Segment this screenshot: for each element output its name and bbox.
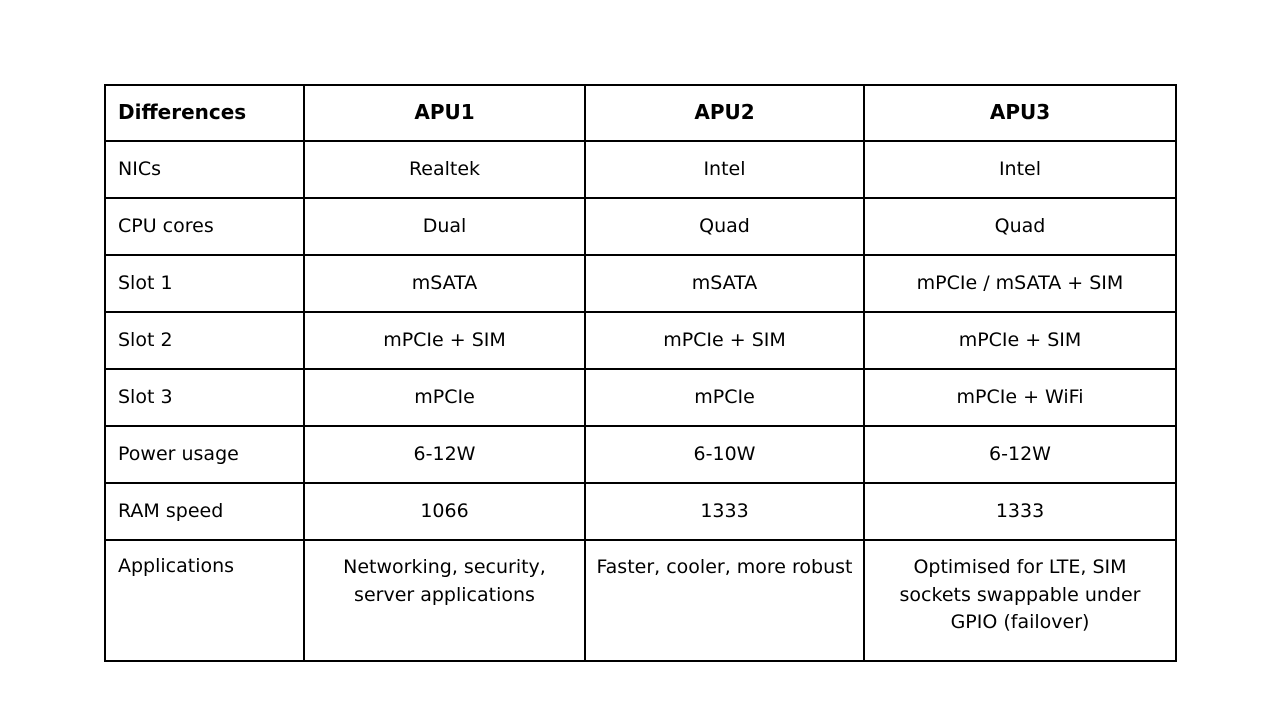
table-header-row: Differences APU1 APU2 APU3 xyxy=(104,84,1177,142)
row-label-slot-1: Slot 1 xyxy=(104,254,305,313)
table-body: NICs Realtek Intel Intel CPU cores Dual … xyxy=(104,140,1177,662)
cell-nics-apu3: Intel xyxy=(863,140,1177,199)
cell-cpu-cores-apu3: Quad xyxy=(863,197,1177,256)
cell-applications-apu1: Networking, security, server application… xyxy=(303,539,586,662)
cell-ram-speed-apu1: 1066 xyxy=(303,482,586,541)
row-label-slot-2: Slot 2 xyxy=(104,311,305,370)
table-row: Slot 3 mPCIe mPCIe mPCIe + WiFi xyxy=(104,368,1177,427)
cell-ram-speed-apu3: 1333 xyxy=(863,482,1177,541)
cell-applications-apu2: Faster, cooler, more robust xyxy=(584,539,865,662)
row-label-ram-speed: RAM speed xyxy=(104,482,305,541)
table-row: NICs Realtek Intel Intel xyxy=(104,140,1177,199)
table-header: Differences APU1 APU2 APU3 xyxy=(104,84,1177,142)
apu-comparison-table: Differences APU1 APU2 APU3 NICs Realtek … xyxy=(104,84,1177,662)
cell-slot-3-apu2: mPCIe xyxy=(584,368,865,427)
table-row: Power usage 6-12W 6-10W 6-12W xyxy=(104,425,1177,484)
cell-power-usage-apu2: 6-10W xyxy=(584,425,865,484)
cell-power-usage-apu1: 6-12W xyxy=(303,425,586,484)
cell-slot-2-apu2: mPCIe + SIM xyxy=(584,311,865,370)
row-label-cpu-cores: CPU cores xyxy=(104,197,305,256)
cell-slot-2-apu3: mPCIe + SIM xyxy=(863,311,1177,370)
table-row: Slot 1 mSATA mSATA mPCIe / mSATA + SIM xyxy=(104,254,1177,313)
row-label-slot-3: Slot 3 xyxy=(104,368,305,427)
cell-slot-2-apu1: mPCIe + SIM xyxy=(303,311,586,370)
table-row: RAM speed 1066 1333 1333 xyxy=(104,482,1177,541)
row-label-power-usage: Power usage xyxy=(104,425,305,484)
cell-applications-apu3: Optimised for LTE, SIM sockets swappable… xyxy=(863,539,1177,662)
cell-slot-3-apu1: mPCIe xyxy=(303,368,586,427)
cell-nics-apu1: Realtek xyxy=(303,140,586,199)
cell-slot-1-apu3: mPCIe / mSATA + SIM xyxy=(863,254,1177,313)
cell-cpu-cores-apu1: Dual xyxy=(303,197,586,256)
row-label-applications: Applications xyxy=(104,539,305,662)
column-header-differences: Differences xyxy=(104,84,305,142)
table-row: CPU cores Dual Quad Quad xyxy=(104,197,1177,256)
cell-slot-1-apu2: mSATA xyxy=(584,254,865,313)
cell-slot-3-apu3: mPCIe + WiFi xyxy=(863,368,1177,427)
table-row: Applications Networking, security, serve… xyxy=(104,539,1177,662)
cell-power-usage-apu3: 6-12W xyxy=(863,425,1177,484)
cell-slot-1-apu1: mSATA xyxy=(303,254,586,313)
cell-cpu-cores-apu2: Quad xyxy=(584,197,865,256)
column-header-apu2: APU2 xyxy=(584,84,865,142)
column-header-apu3: APU3 xyxy=(863,84,1177,142)
row-label-nics: NICs xyxy=(104,140,305,199)
cell-nics-apu2: Intel xyxy=(584,140,865,199)
column-header-apu1: APU1 xyxy=(303,84,586,142)
table-row: Slot 2 mPCIe + SIM mPCIe + SIM mPCIe + S… xyxy=(104,311,1177,370)
cell-ram-speed-apu2: 1333 xyxy=(584,482,865,541)
